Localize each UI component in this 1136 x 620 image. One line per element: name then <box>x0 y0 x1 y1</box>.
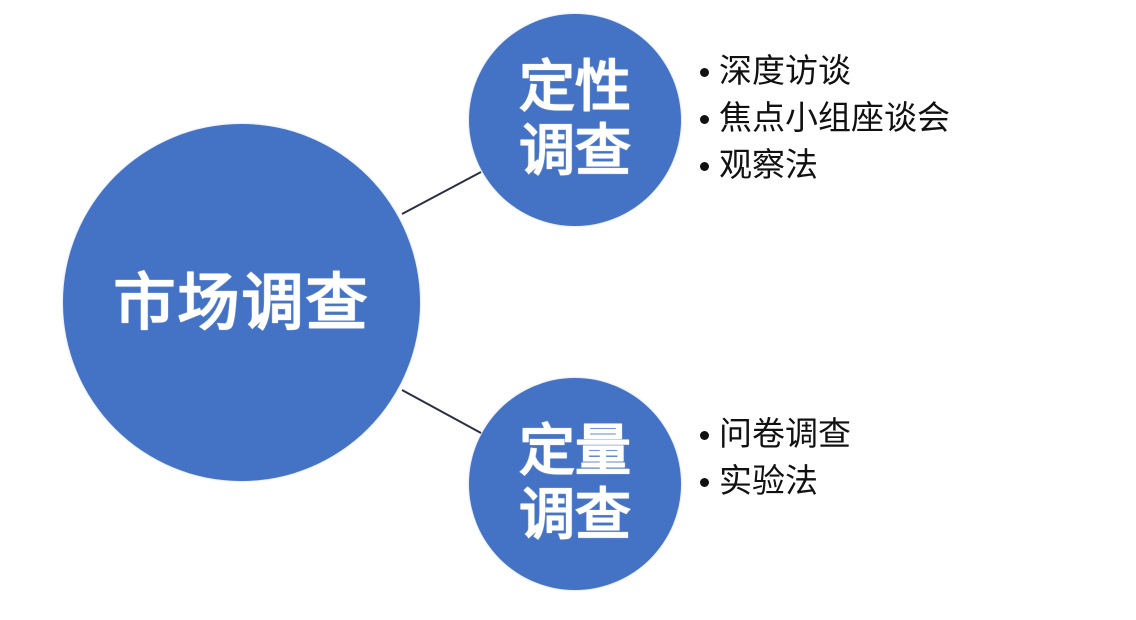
list-item-label: 实验法 <box>719 461 818 500</box>
branch-node-label-qualitative: 定性调查 <box>519 55 631 184</box>
qualitative-methods-list: 深度访谈 焦点小组座谈会 观察法 <box>700 47 950 188</box>
list-item-label: 深度访谈 <box>719 51 851 90</box>
connector-root-to-qualitative <box>401 171 482 215</box>
list-item: 焦点小组座谈会 <box>700 94 950 141</box>
quantitative-methods-list: 问卷调查 实验法 <box>700 410 851 504</box>
list-item-label: 观察法 <box>719 145 818 184</box>
root-node-label: 市场调查 <box>113 265 370 339</box>
bullet-icon <box>700 68 709 77</box>
connector-root-to-quantitative <box>401 389 482 434</box>
root-node-market-research: 市场调查 <box>63 124 420 481</box>
bullet-icon <box>700 162 709 171</box>
list-item: 观察法 <box>700 141 950 188</box>
bullet-icon <box>700 115 709 124</box>
bullet-icon <box>700 431 709 440</box>
list-item: 深度访谈 <box>700 47 950 94</box>
list-item: 问卷调查 <box>700 410 851 457</box>
branch-node-qualitative: 定性调查 <box>469 14 681 226</box>
bullet-icon <box>700 478 709 487</box>
list-item: 实验法 <box>700 457 851 504</box>
branch-node-label-quantitative: 定量调查 <box>519 419 631 548</box>
list-item-label: 焦点小组座谈会 <box>719 98 950 137</box>
branch-node-quantitative: 定量调查 <box>469 378 681 590</box>
list-item-label: 问卷调查 <box>719 414 851 453</box>
